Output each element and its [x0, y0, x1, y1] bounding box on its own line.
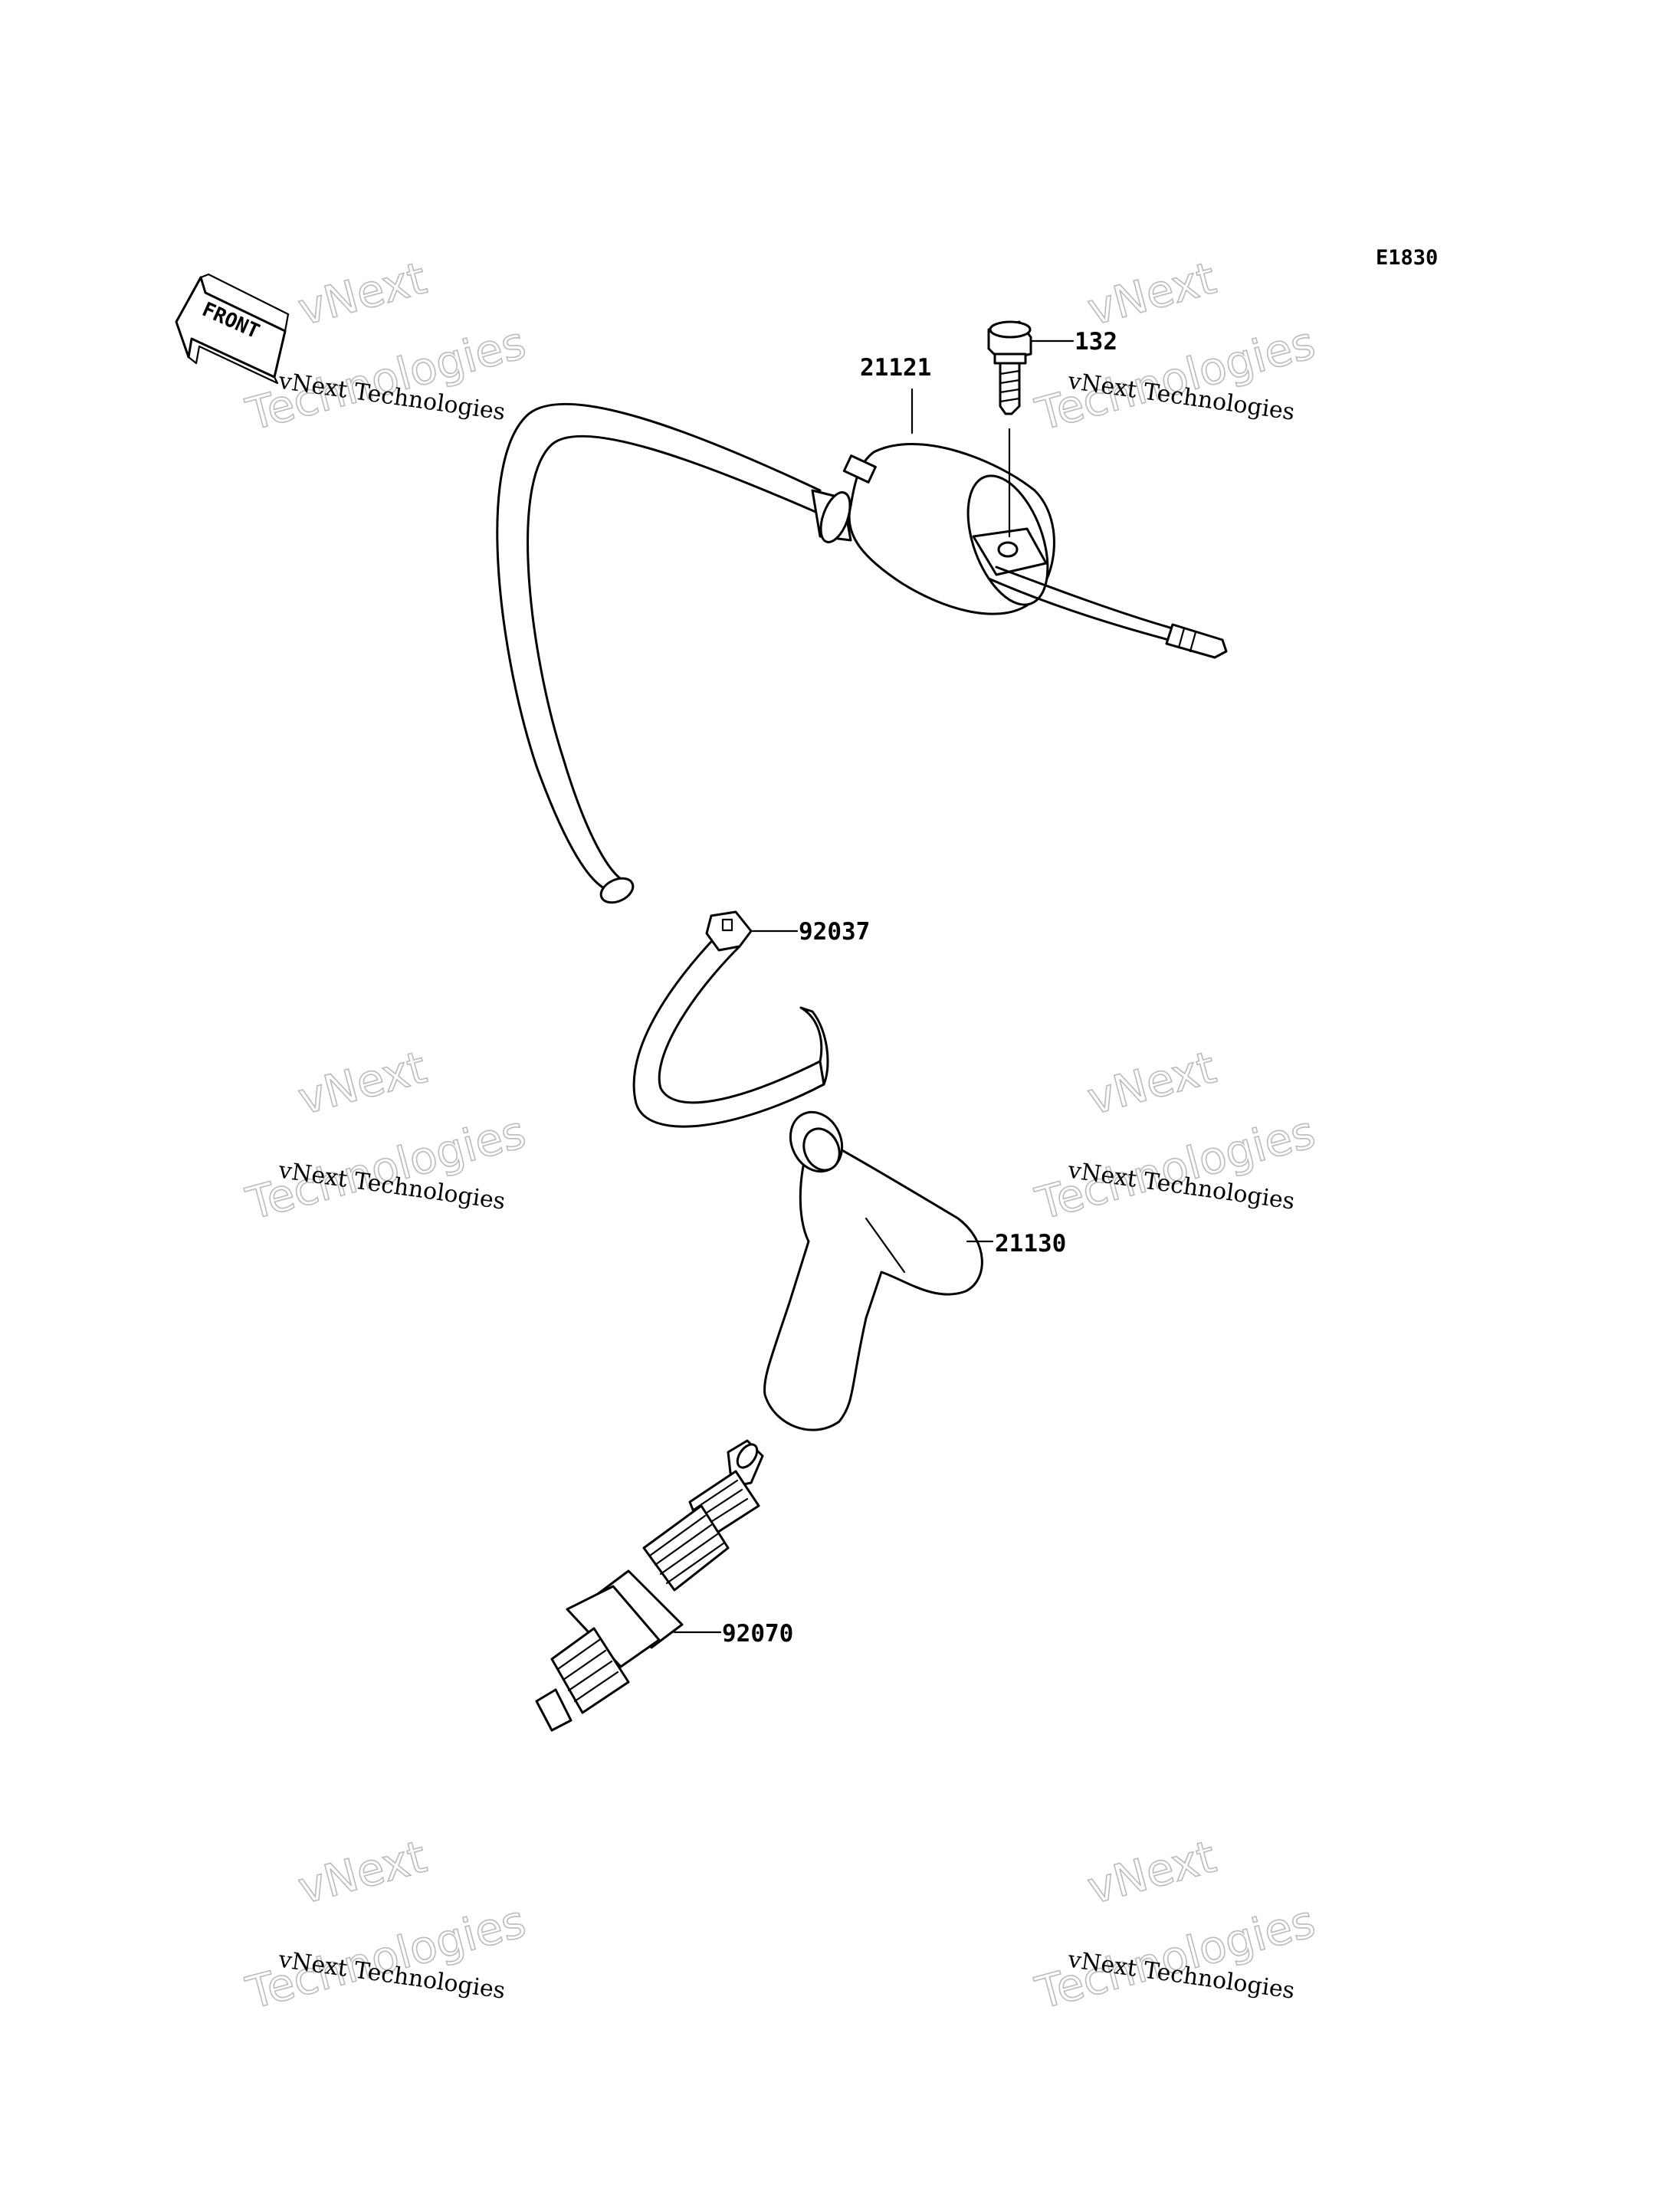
svg-text:vNext: vNext — [293, 251, 431, 336]
svg-text:vNext: vNext — [1082, 1830, 1221, 1914]
watermark-1: vNext Technologies vNext Technologies — [240, 251, 531, 441]
watermark-2: vNext Technologies vNext Technologies — [1029, 251, 1321, 441]
svg-text:vNext: vNext — [1082, 1041, 1221, 1125]
label-132: 132 — [1075, 328, 1117, 356]
svg-text:vNext: vNext — [293, 1830, 431, 1914]
spark-plug-cap: 21130 — [763, 1110, 1066, 1431]
label-21121: 21121 — [860, 354, 931, 382]
watermark-3: vNext Technologies vNext Technologies — [240, 1041, 531, 1231]
label-21130: 21130 — [995, 1230, 1066, 1258]
label-92037: 92037 — [799, 918, 870, 946]
watermark-6: vNext Technologies vNext Technologies — [1029, 1830, 1321, 2020]
watermark-5: vNext Technologies vNext Technologies — [240, 1830, 531, 2020]
cable-clamp-band: 92037 — [632, 910, 870, 1128]
svg-text:vNext: vNext — [1082, 251, 1221, 336]
spark-plug: 92070 — [535, 1439, 793, 1732]
svg-text:vNext: vNext — [293, 1041, 431, 1125]
bolt: 132 — [987, 320, 1117, 538]
diagram-code: E1830 — [1376, 246, 1438, 270]
front-arrow-icon: FRONT — [175, 273, 290, 385]
watermark-4: vNext Technologies vNext Technologies — [1029, 1041, 1321, 1231]
label-92070: 92070 — [722, 1620, 793, 1648]
ignition-coil: 21121 — [496, 354, 1228, 904]
